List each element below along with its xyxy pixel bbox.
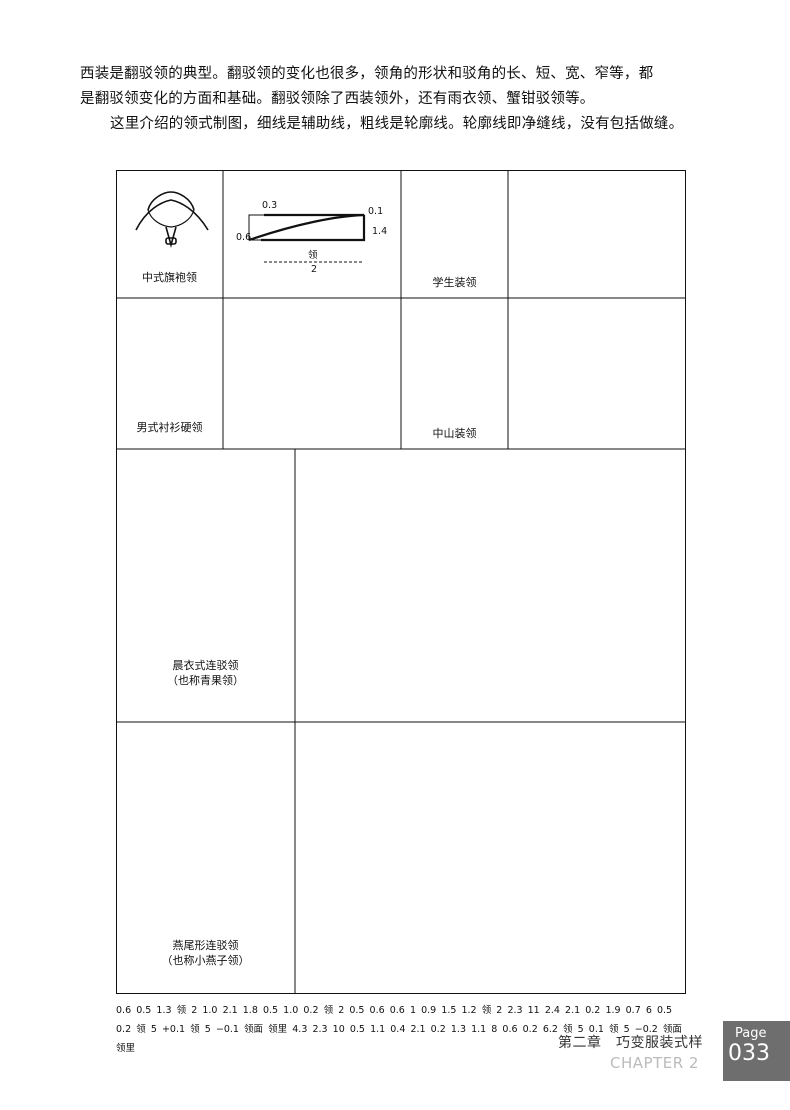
swallow-dim-10: 10 <box>332 1024 345 1035</box>
student-dim-0.5: 0.5 <box>136 1005 152 1016</box>
shawl-lining-label: 领里 <box>268 1024 288 1035</box>
mandarin-dim-1.4: 1.4 <box>372 226 387 237</box>
shawl-dim-11: 11 <box>527 1005 540 1016</box>
shawl-frac2-num: 领 <box>190 1024 200 1035</box>
zhongshan-dim-1.5: 1.5 <box>441 1005 457 1016</box>
shawl-frac1-suffix: +0.1 <box>161 1024 186 1035</box>
shirt-dim-0.2: 0.2 <box>303 1005 319 1016</box>
shawl-face-label: 领面 <box>244 1024 264 1035</box>
zhongshan-dim-0.6a: 0.6 <box>369 1005 385 1016</box>
shirt-dim-2.1: 2.1 <box>222 1005 238 1016</box>
zhongshan-dim-0.5: 0.5 <box>349 1005 365 1016</box>
zhongshan-collar-caption: 中山装领 <box>432 427 477 440</box>
intro-line-1: 西装是翻驳领的典型。翻驳领的变化也很多，领角的形状和驳角的长、短、宽、窄等，都 <box>80 66 654 82</box>
swallow-dim-2.3: 2.3 <box>312 1024 328 1035</box>
mandarin-half-den: 2 <box>311 264 317 275</box>
mandarin-half-num: 领 <box>308 249 318 261</box>
shawl-dim-6: 6 <box>645 1005 652 1016</box>
swallowtail-collar-caption: 燕尾形连驳领 （也称小燕子领） <box>116 938 295 968</box>
intro-line-3: 这里介绍的领式制图，细线是辅助线，粗线是轮廓线。轮廓线即净缝线，没有包括做缝。 <box>110 116 684 132</box>
shawl-collar-caption: 晨衣式连驳领 （也称青果领） <box>116 658 295 688</box>
shirt-collar-caption: 男式衬衫硬领 <box>136 421 203 434</box>
page-label: Page <box>735 1026 767 1041</box>
zhongshan-half-num: 领 <box>481 1005 492 1016</box>
shawl-dim-0.2: 0.2 <box>585 1005 601 1016</box>
page-number-box: Page 033 <box>723 1021 790 1081</box>
intro-line-2: 是翻驳领变化的方面和基础。翻驳领除了西装领外，还有雨衣领、蟹钳驳领等。 <box>80 91 595 107</box>
swallow-dim-0.5: 0.5 <box>349 1024 365 1035</box>
swallow-dim-1.1: 1.1 <box>370 1024 386 1035</box>
shawl-collar-name: 晨衣式连驳领 <box>172 659 239 672</box>
shirt-dim-0.5: 0.5 <box>262 1005 279 1016</box>
student-half-num: 领 <box>176 1005 187 1016</box>
swallowtail-collar-alias: （也称小燕子领） <box>161 954 250 967</box>
shawl-frac1-den: 5 <box>150 1024 157 1035</box>
student-collar-caption: 学生装领 <box>432 276 477 289</box>
shirt-half-den: 2 <box>338 1005 345 1016</box>
shawl-dim-0.7: 0.7 <box>625 1005 641 1016</box>
shawl-dim-1.9: 1.9 <box>605 1005 621 1016</box>
shawl-dim-2.3: 2.3 <box>507 1005 523 1016</box>
shawl-dim-0.5: 0.5 <box>656 1005 673 1016</box>
zhongshan-dim-0.9: 0.9 <box>421 1005 437 1016</box>
shawl-frac1-num: 领 <box>136 1024 146 1035</box>
collar-figure: 0.3 0.1 1.4 0.6 领 2 0.6 0.5 1.3 领 2 <box>116 170 686 1054</box>
zhongshan-half-den: 2 <box>496 1005 503 1016</box>
shawl-dim-2.1: 2.1 <box>565 1005 581 1016</box>
swallow-dim-0.6: 0.6 <box>502 1024 518 1035</box>
student-dim-0.6: 0.6 <box>116 1005 132 1016</box>
page-number: 033 <box>728 1041 770 1066</box>
shawl-dim-0.2b: 0.2 <box>116 1024 132 1035</box>
swallow-face-label: 领面 <box>662 1024 682 1035</box>
mandarin-dim-0.1: 0.1 <box>368 206 383 217</box>
collar-drafts-svg: 0.3 0.1 1.4 0.6 领 2 <box>116 170 686 994</box>
intro-text: 西装是翻驳领的典型。翻驳领的变化也很多，领角的形状和驳角的长、短、宽、窄等，都 … <box>80 62 720 137</box>
shirt-half-num: 领 <box>323 1005 334 1016</box>
shawl-dim-2.4: 2.4 <box>544 1005 560 1016</box>
swallow-dim-2.1: 2.1 <box>410 1024 426 1035</box>
swallow-lining-label: 领里 <box>116 1043 136 1054</box>
shirt-dim-1.0b: 1.0 <box>283 1005 299 1016</box>
swallow-dim-6.2: 6.2 <box>542 1024 558 1035</box>
mandarin-collar-draft <box>248 213 366 263</box>
mandarin-dim-0.6: 0.6 <box>236 232 251 243</box>
zhongshan-dim-0.6b: 0.6 <box>389 1005 405 1016</box>
swallow-dim-1.1b: 1.1 <box>471 1024 487 1035</box>
shirt-dim-1.8: 1.8 <box>242 1005 258 1016</box>
mandarin-collar-caption: 中式旗袍领 <box>142 271 197 284</box>
shirt-dim-1.0: 1.0 <box>202 1005 218 1016</box>
mandarin-collar-sketch <box>135 191 209 248</box>
shawl-frac2-suffix: −0.1 <box>215 1024 239 1035</box>
swallow-dim-0.2b: 0.2 <box>522 1024 538 1035</box>
swallow-dim-0.2: 0.2 <box>430 1024 446 1035</box>
swallow-dim-0.4: 0.4 <box>390 1024 406 1035</box>
swallow-dim-8: 8 <box>491 1024 498 1035</box>
chapter-title: 第二章 巧变服装式样 <box>558 1035 703 1051</box>
shawl-collar-alias: （也称青果领） <box>167 674 244 687</box>
swallow-dim-1.3: 1.3 <box>450 1024 466 1035</box>
swallowtail-collar-name: 燕尾形连驳领 <box>172 939 239 952</box>
zhongshan-dim-1.2: 1.2 <box>461 1005 477 1016</box>
swallow-dim-4.3: 4.3 <box>292 1024 308 1035</box>
student-half-den: 2 <box>191 1005 198 1016</box>
zhongshan-dim-1: 1 <box>409 1005 416 1016</box>
mandarin-dim-0.3: 0.3 <box>262 200 277 211</box>
chapter-title-en: CHAPTER 2 <box>610 1054 699 1072</box>
swallow-frac2-den: 5 <box>623 1024 630 1035</box>
swallow-frac2-suffix: −0.2 <box>634 1024 658 1035</box>
swallow-frac2-num: 领 <box>608 1024 619 1035</box>
swallow-frac1-num: 领 <box>563 1024 573 1035</box>
shawl-frac2-den: 5 <box>204 1024 211 1035</box>
student-dim-1.3: 1.3 <box>156 1005 172 1016</box>
swallow-frac1-den: 5 <box>577 1024 584 1035</box>
swallow-frac1-suffix: 0.1 <box>588 1024 604 1035</box>
